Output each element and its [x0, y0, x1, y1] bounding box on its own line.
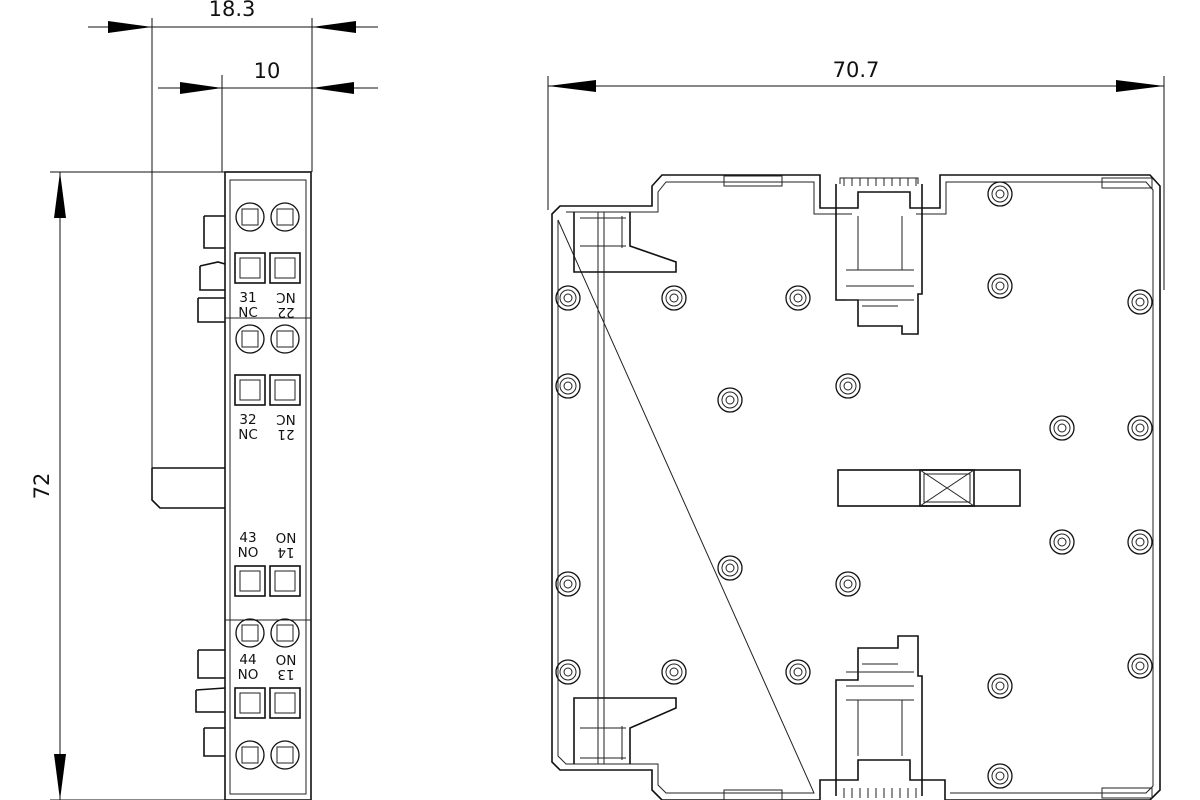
dimension-overall-width: 70.7 — [547, 58, 1165, 290]
terminal-14-number: 14 — [277, 544, 294, 560]
terminal-13-number: 13 — [277, 666, 294, 682]
mounting-screws — [555, 181, 1153, 789]
dimension-overall-width-value: 70.7 — [833, 58, 880, 82]
dimension-body-depth-value: 10 — [254, 59, 281, 83]
terminal-31-number: 31 — [239, 290, 256, 306]
dimension-overall-depth: 18.3 — [88, 0, 378, 33]
terminal-labels: 31 NC 22 NC 32 NC 21 NC 43 NO 14 NO 44 N… — [238, 289, 297, 683]
terminal-21-type: NC — [276, 411, 296, 427]
center-actuator — [837, 469, 1021, 507]
terminal-22-number: 22 — [277, 304, 294, 320]
terminal-43-number: 43 — [239, 530, 256, 546]
terminal-43-type: NO — [238, 545, 259, 561]
dimension-height: 72 — [30, 172, 66, 800]
dimension-height-value: 72 — [30, 473, 54, 500]
wire-entries — [234, 252, 301, 719]
terminal-14-type: NO — [276, 529, 297, 545]
terminal-13-type: NO — [276, 651, 297, 667]
terminal-31-type: NC — [238, 305, 258, 321]
terminal-32-type: NC — [238, 427, 258, 443]
dimension-overall-depth-value: 18.3 — [209, 0, 256, 21]
side-view: 18.3 10 72 — [30, 0, 378, 800]
terminal-screws — [235, 202, 300, 770]
top-grip-teeth — [843, 178, 917, 186]
bottom-grip-teeth — [843, 788, 917, 798]
terminal-44-type: NO — [238, 667, 259, 683]
dimension-body-depth: 10 — [158, 59, 378, 94]
terminal-32-number: 32 — [239, 412, 256, 428]
front-view: 70.7 — [547, 58, 1165, 800]
terminal-21-number: 21 — [277, 426, 294, 442]
terminal-22-type: NC — [276, 289, 296, 305]
terminal-44-number: 44 — [239, 652, 256, 668]
